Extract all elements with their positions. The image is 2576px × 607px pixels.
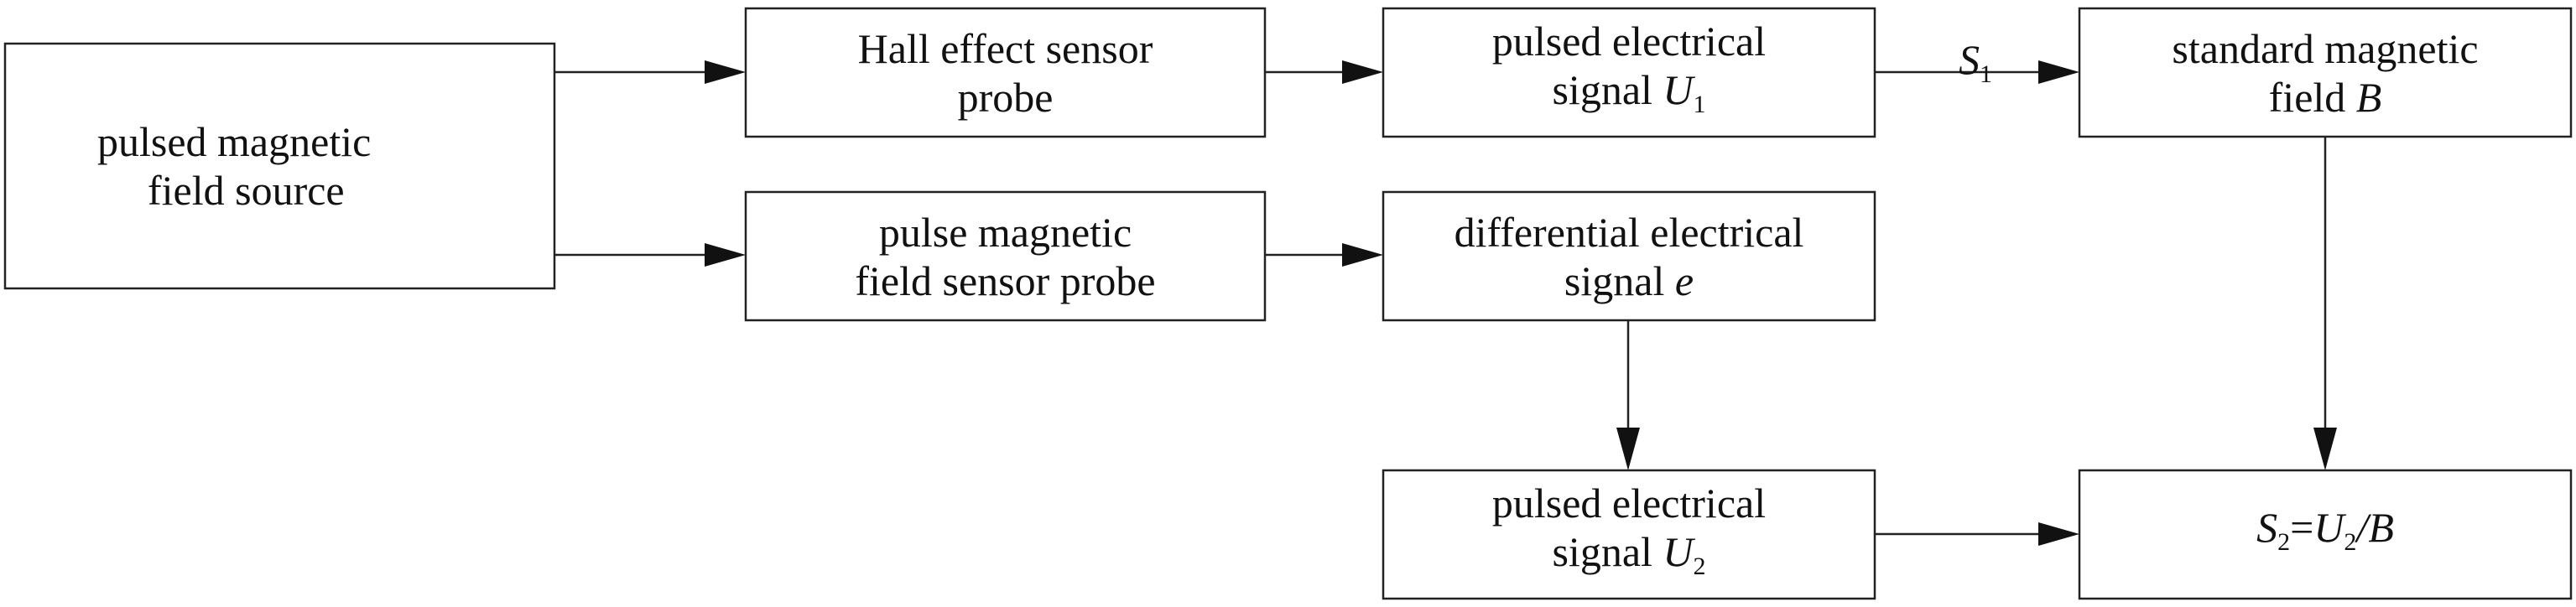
u1-line1: pulsed electrical	[1491, 17, 1767, 65]
source-line1: pulsed magnetic	[97, 118, 372, 165]
formula-s-sub: 2	[2277, 527, 2291, 556]
arrow-pulse-probe-to-diff	[1265, 243, 1383, 267]
formula: S2=U2/B	[2256, 503, 2394, 567]
pulse-probe-line2: field sensor probe	[855, 257, 1156, 304]
s1-var: S	[1959, 36, 1980, 83]
label-pulse-magnetic-field-sensor-probe: pulse magnetic field sensor probe	[746, 192, 1265, 320]
stdb-line2-text: field	[2268, 73, 2356, 121]
label-pulsed-electrical-signal-u2: pulsed electrical signal U2	[1383, 470, 1875, 599]
box-differential-electrical-signal-e	[1382, 190, 1876, 322]
edge-label-s1: S1	[1959, 35, 1992, 89]
u1-var: U	[1663, 65, 1694, 113]
pulse-probe-line1: pulse magnetic	[878, 208, 1132, 256]
label-hall-effect-sensor-probe: Hall effect sensor probe	[746, 8, 1265, 137]
label-pulsed-electrical-signal-u1: pulsed electrical signal U1	[1383, 8, 1875, 137]
formula-b: B	[2368, 503, 2394, 551]
u2-line1: pulsed electrical	[1491, 479, 1767, 527]
hall-line2: probe	[957, 73, 1054, 121]
hall-line1: Hall effect sensor	[857, 24, 1153, 72]
arrow-standard-b-to-formula	[2313, 137, 2337, 470]
box-hall-effect-sensor-probe	[744, 7, 1267, 138]
u2-line2-text: signal	[1552, 527, 1663, 575]
box-pulsed-magnetic-field-source	[3, 42, 556, 290]
label-standard-magnetic-field-b: standard magnetic field B	[2079, 8, 2571, 137]
label-pulsed-magnetic-field-source: pulsed magnetic field source	[5, 44, 554, 288]
u2-sub: 2	[1693, 552, 1706, 580]
u1-line2: signal U1	[1552, 65, 1705, 129]
stdb-line1: standard magnetic	[2172, 24, 2479, 72]
formula-u-sub: 2	[2344, 527, 2357, 556]
s1-sub: 1	[1980, 60, 1992, 88]
u1-sub: 1	[1693, 90, 1706, 118]
diff-var: e	[1674, 257, 1694, 304]
formula-eq: =	[2290, 503, 2314, 551]
u1-line2-text: signal	[1552, 65, 1663, 113]
box-s2-formula	[2078, 469, 2573, 600]
box-pulsed-electrical-signal-u1	[1382, 7, 1876, 138]
diff-line2: signal e	[1564, 257, 1694, 305]
diff-line1: differential electrical	[1454, 208, 1804, 256]
u2-line2: signal U2	[1552, 527, 1705, 591]
label-differential-electrical-signal-e: differential electrical signal e	[1383, 192, 1875, 320]
arrow-hall-probe-to-u1	[1265, 60, 1383, 84]
source-line2: field source	[148, 167, 345, 214]
arrow-u2-to-formula	[1875, 522, 2079, 546]
stdb-line2: field B	[2269, 73, 2382, 122]
diff-line2-text: signal	[1564, 257, 1675, 304]
formula-slash: /	[2356, 503, 2369, 551]
box-pulse-magnetic-field-sensor-probe	[744, 190, 1267, 322]
arrow-source-to-hall-probe	[554, 60, 746, 84]
formula-u: U	[2313, 503, 2344, 551]
formula-s: S	[2256, 503, 2278, 551]
label-s2-formula: S2=U2/B	[2079, 470, 2571, 599]
box-pulsed-electrical-signal-u2	[1382, 469, 1876, 600]
arrow-diff-to-u2	[1616, 320, 1640, 470]
arrow-source-to-pulse-probe	[554, 243, 746, 267]
arrow-u1-to-standard-b	[1875, 60, 2079, 84]
stdb-var: B	[2355, 73, 2382, 121]
u2-var: U	[1663, 527, 1694, 575]
